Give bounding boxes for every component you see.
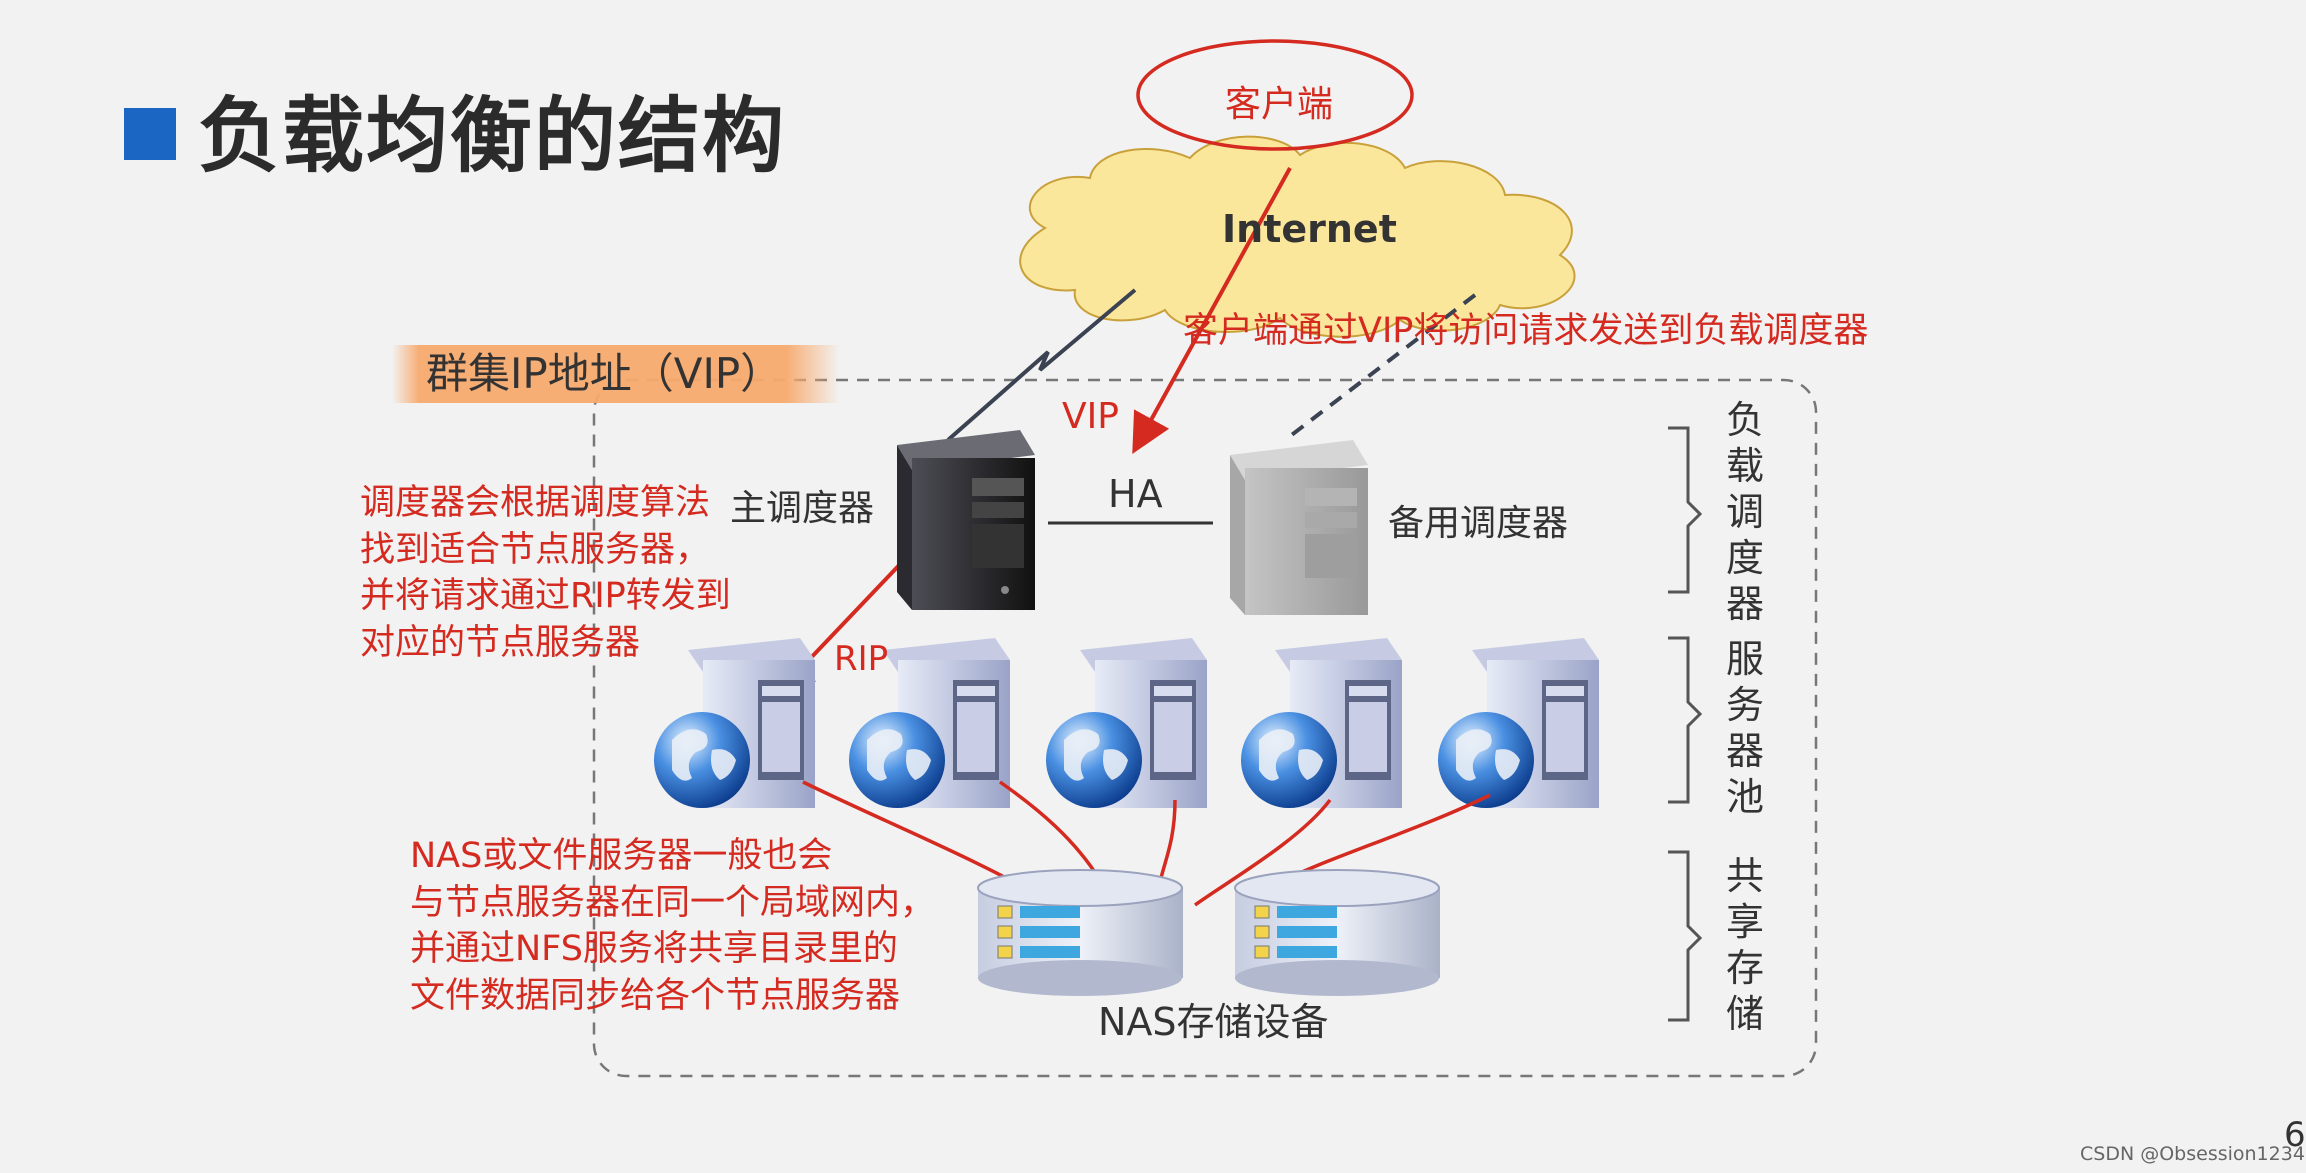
ha-marker: HA [1108,472,1163,516]
side-label-scheduler: 负 载 调 度 器 [1725,398,1764,626]
globe-icon [654,712,750,808]
storage-cylinder-icon [1234,869,1440,996]
node-server-3 [1046,638,1207,808]
globe-icon [1241,712,1337,808]
vip-marker: VIP [1062,396,1119,437]
backup-scheduler-label: 备用调度器 [1388,503,1569,544]
primary-scheduler-label: 主调度器 [730,488,875,529]
watermark: CSDN @Obsession1234 [2080,1143,2305,1165]
side-braces [1668,426,1703,1022]
nas-note-line: 并通过NFS服务将共享目录里的 [410,929,898,970]
client-label: 客户端 [1225,84,1334,125]
wan-link-primary [946,288,1137,442]
cluster-vip-label: 群集IP地址（VIP） [392,345,841,404]
vip-annotation: 客户端通过VIP将访问请求发送到负载调度器 [1183,311,1869,351]
globe-icon [1438,712,1534,808]
nas-note-line: NAS或文件服务器一般也会 [410,836,833,876]
nas-note-line: 与节点服务器在同一个局域网内， [410,882,936,923]
globe-icon [849,712,945,808]
page-title: 负载均衡的结构 [198,89,787,184]
side-label-server-pool: 服 务 器 池 [1725,637,1764,819]
nas-storage-label: NAS存储设备 [1098,1000,1329,1044]
nas-note-line: 文件数据同步给各个节点服务器 [410,975,901,1016]
primary-scheduler-server-icon [897,430,1035,610]
client-to-vip-arrow [1132,167,1292,455]
cluster-boundary [592,378,1818,1078]
title-bullet [124,108,176,160]
node-server-5 [1438,638,1599,808]
scheduler-note: 调度器会根据调度算法 找到适合节点服务器， 并将请求通过RIP转发到 对应的节点… [360,480,731,666]
page-number: 6 [2284,1115,2306,1155]
scheduler-note-line: 并将请求通过RIP转发到 [360,576,731,617]
side-label-shared-storage: 共 享 存 储 [1725,854,1764,1036]
node-server-1 [654,638,815,808]
rip-marker: RIP [834,639,889,679]
storage-cylinder-icon [977,869,1183,996]
scheduler-note-line: 对应的节点服务器 [360,622,641,663]
scheduler-note-line: 找到适合节点服务器， [360,529,711,570]
scheduler-note-line: 调度器会根据调度算法 [360,483,711,523]
cloud-icon [1019,135,1576,338]
node-server-2 [849,638,1010,808]
internet-label: Internet [1222,207,1397,251]
backup-scheduler-server-icon [1230,440,1368,615]
nas-note: NAS或文件服务器一般也会 与节点服务器在同一个局域网内， 并通过NFS服务将共… [410,833,935,1019]
wan-link-backup [1283,293,1477,442]
client-ellipse [1136,39,1414,151]
node-server-4 [1241,638,1402,808]
globe-icon [1046,712,1142,808]
